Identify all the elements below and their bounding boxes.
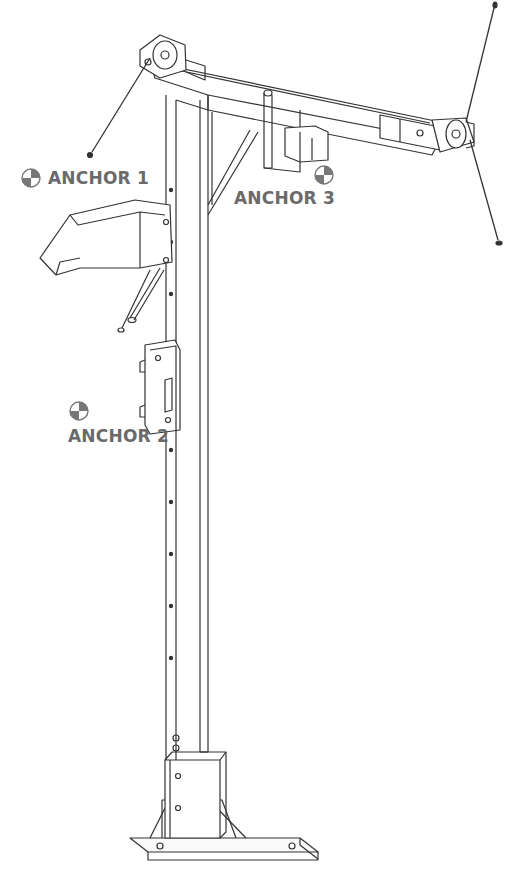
anchor-label-text: ANCHOR 1 [48,168,149,188]
anchor-label-text: ANCHOR 3 [234,188,335,208]
anchor-label: ANCHOR 2 [68,400,169,446]
anchor-symbol [20,167,42,189]
anchor-label: ANCHOR 3 [234,164,335,208]
anchor-symbol [68,400,90,422]
anchor-symbol [313,164,335,186]
anchor-label: ANCHOR 1 [20,167,149,189]
anchor-label-text: ANCHOR 2 [68,426,169,446]
